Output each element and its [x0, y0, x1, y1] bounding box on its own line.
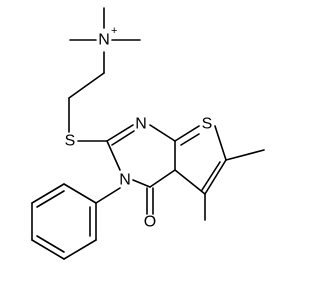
bond-phenyl-3 — [31, 239, 65, 260]
bond-c6-c5-double — [201, 161, 221, 191]
bond-c2-n1-double — [111, 130, 135, 146]
atom-n-ammonium-charge: + — [111, 25, 117, 37]
bond-phenyl-3-inner — [36, 235, 65, 253]
bond-c5-c4a — [174, 169, 206, 195]
bond-c4-n3 — [132, 179, 151, 188]
molecule-diagram: N + S N S N O — [31, 7, 265, 260]
bond-ch2-ch2 — [68, 72, 105, 99]
bond-n3-phenyl — [95, 187, 121, 204]
atom-labels: N + S N S N O — [65, 25, 213, 231]
bond-n3-c2 — [106, 140, 121, 171]
bond-phenyl-5 — [31, 183, 65, 204]
bond-c4a-c4 — [149, 169, 176, 188]
bond-c6-c5 — [204, 159, 227, 195]
bond-phenyl-5-inner — [36, 190, 65, 208]
bond-s-c6 — [214, 125, 227, 161]
bonds — [31, 7, 265, 260]
bond-n1-c7a — [149, 124, 176, 142]
atom-n-ring-top: N — [135, 116, 147, 133]
atom-o-carbonyl: O — [144, 214, 156, 231]
atom-s-thioether: S — [65, 133, 76, 150]
atom-n-ring-bottom: N — [119, 172, 131, 189]
atom-n-ammonium: N — [98, 32, 110, 49]
atom-s-thiophene: S — [202, 116, 213, 133]
bond-c7a-s-double — [180, 133, 200, 146]
bond-c2-n1 — [106, 124, 134, 142]
bond-c7a-s — [174, 125, 200, 142]
bond-phenyl-6 — [63, 183, 97, 204]
bond-phenyl-2 — [63, 239, 97, 260]
bond-c6-methyl — [225, 149, 265, 161]
